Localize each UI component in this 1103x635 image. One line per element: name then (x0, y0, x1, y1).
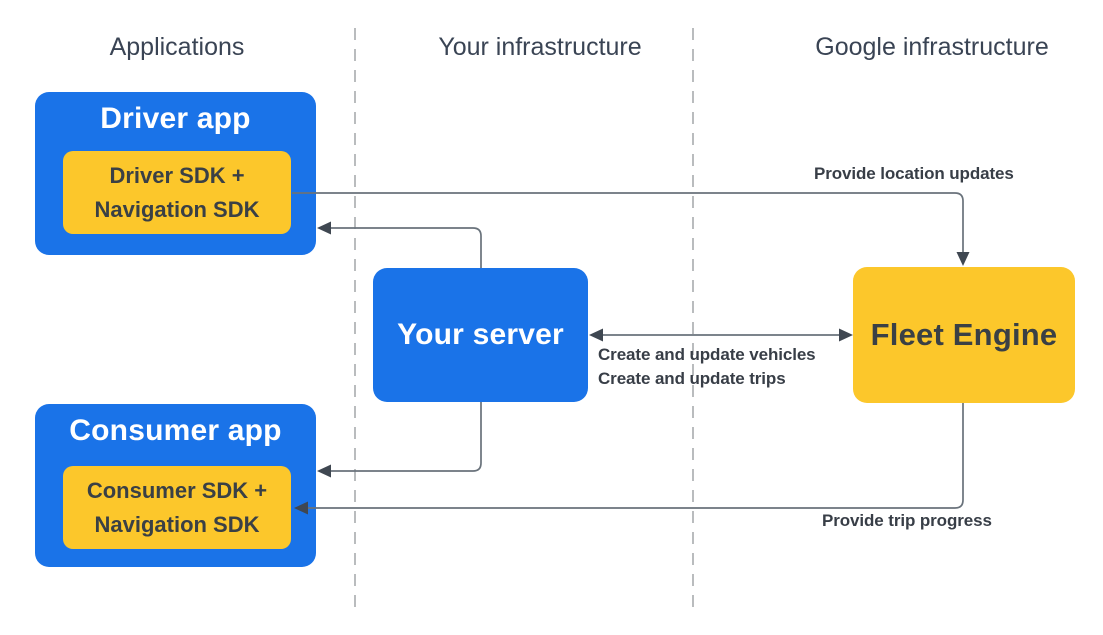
edge-label-create-update-vehicles: Create and update vehicles (598, 345, 816, 364)
arrowhead-down-fleet-engine (956, 252, 970, 266)
edge-label-provide-trip-progress: Provide trip progress (822, 511, 992, 530)
your-server-box: Your server (373, 268, 588, 402)
column-heading-your-infrastructure: Your infrastructure (438, 33, 642, 61)
connector-location-updates (292, 192, 964, 252)
connector-trip-progress (308, 403, 964, 509)
connector-server-to-consumer-app (331, 402, 482, 472)
arrowhead-left-driver-app (317, 221, 331, 235)
fleet-engine-title: Fleet Engine (870, 317, 1058, 352)
column-heading-google-infrastructure: Google infrastructure (815, 33, 1049, 61)
column-heading-applications: Applications (109, 33, 245, 61)
arrowhead-left-consumer-app (317, 464, 331, 478)
fleet-engine-box: Fleet Engine (853, 267, 1075, 403)
consumer-sdk-label-line2: Navigation SDK (94, 511, 260, 537)
driver-sdk-box: Driver SDK + Navigation SDK (63, 151, 291, 234)
driver-sdk-label-line1: Driver SDK + (109, 162, 245, 188)
driver-app-box: Driver app Driver SDK + Navigation SDK (35, 92, 316, 255)
edge-label-provide-location-updates: Provide location updates (814, 164, 1014, 183)
arrowhead-left-your-server (589, 328, 603, 342)
driver-app-title: Driver app (100, 102, 251, 135)
consumer-sdk-label-line1: Consumer SDK + (86, 477, 268, 503)
connector-server-to-driver-app (331, 227, 482, 268)
consumer-sdk-box: Consumer SDK + Navigation SDK (63, 466, 291, 549)
driver-sdk-label-line2: Navigation SDK (94, 196, 260, 222)
your-server-title: Your server (397, 318, 564, 351)
consumer-app-title: Consumer app (69, 414, 282, 447)
consumer-app-box: Consumer app Consumer SDK + Navigation S… (35, 404, 316, 567)
arrowhead-right-fleet-engine (839, 328, 853, 342)
edge-label-create-update: Create and update vehicles Create and up… (598, 343, 816, 391)
edge-label-create-update-trips: Create and update trips (598, 369, 786, 388)
